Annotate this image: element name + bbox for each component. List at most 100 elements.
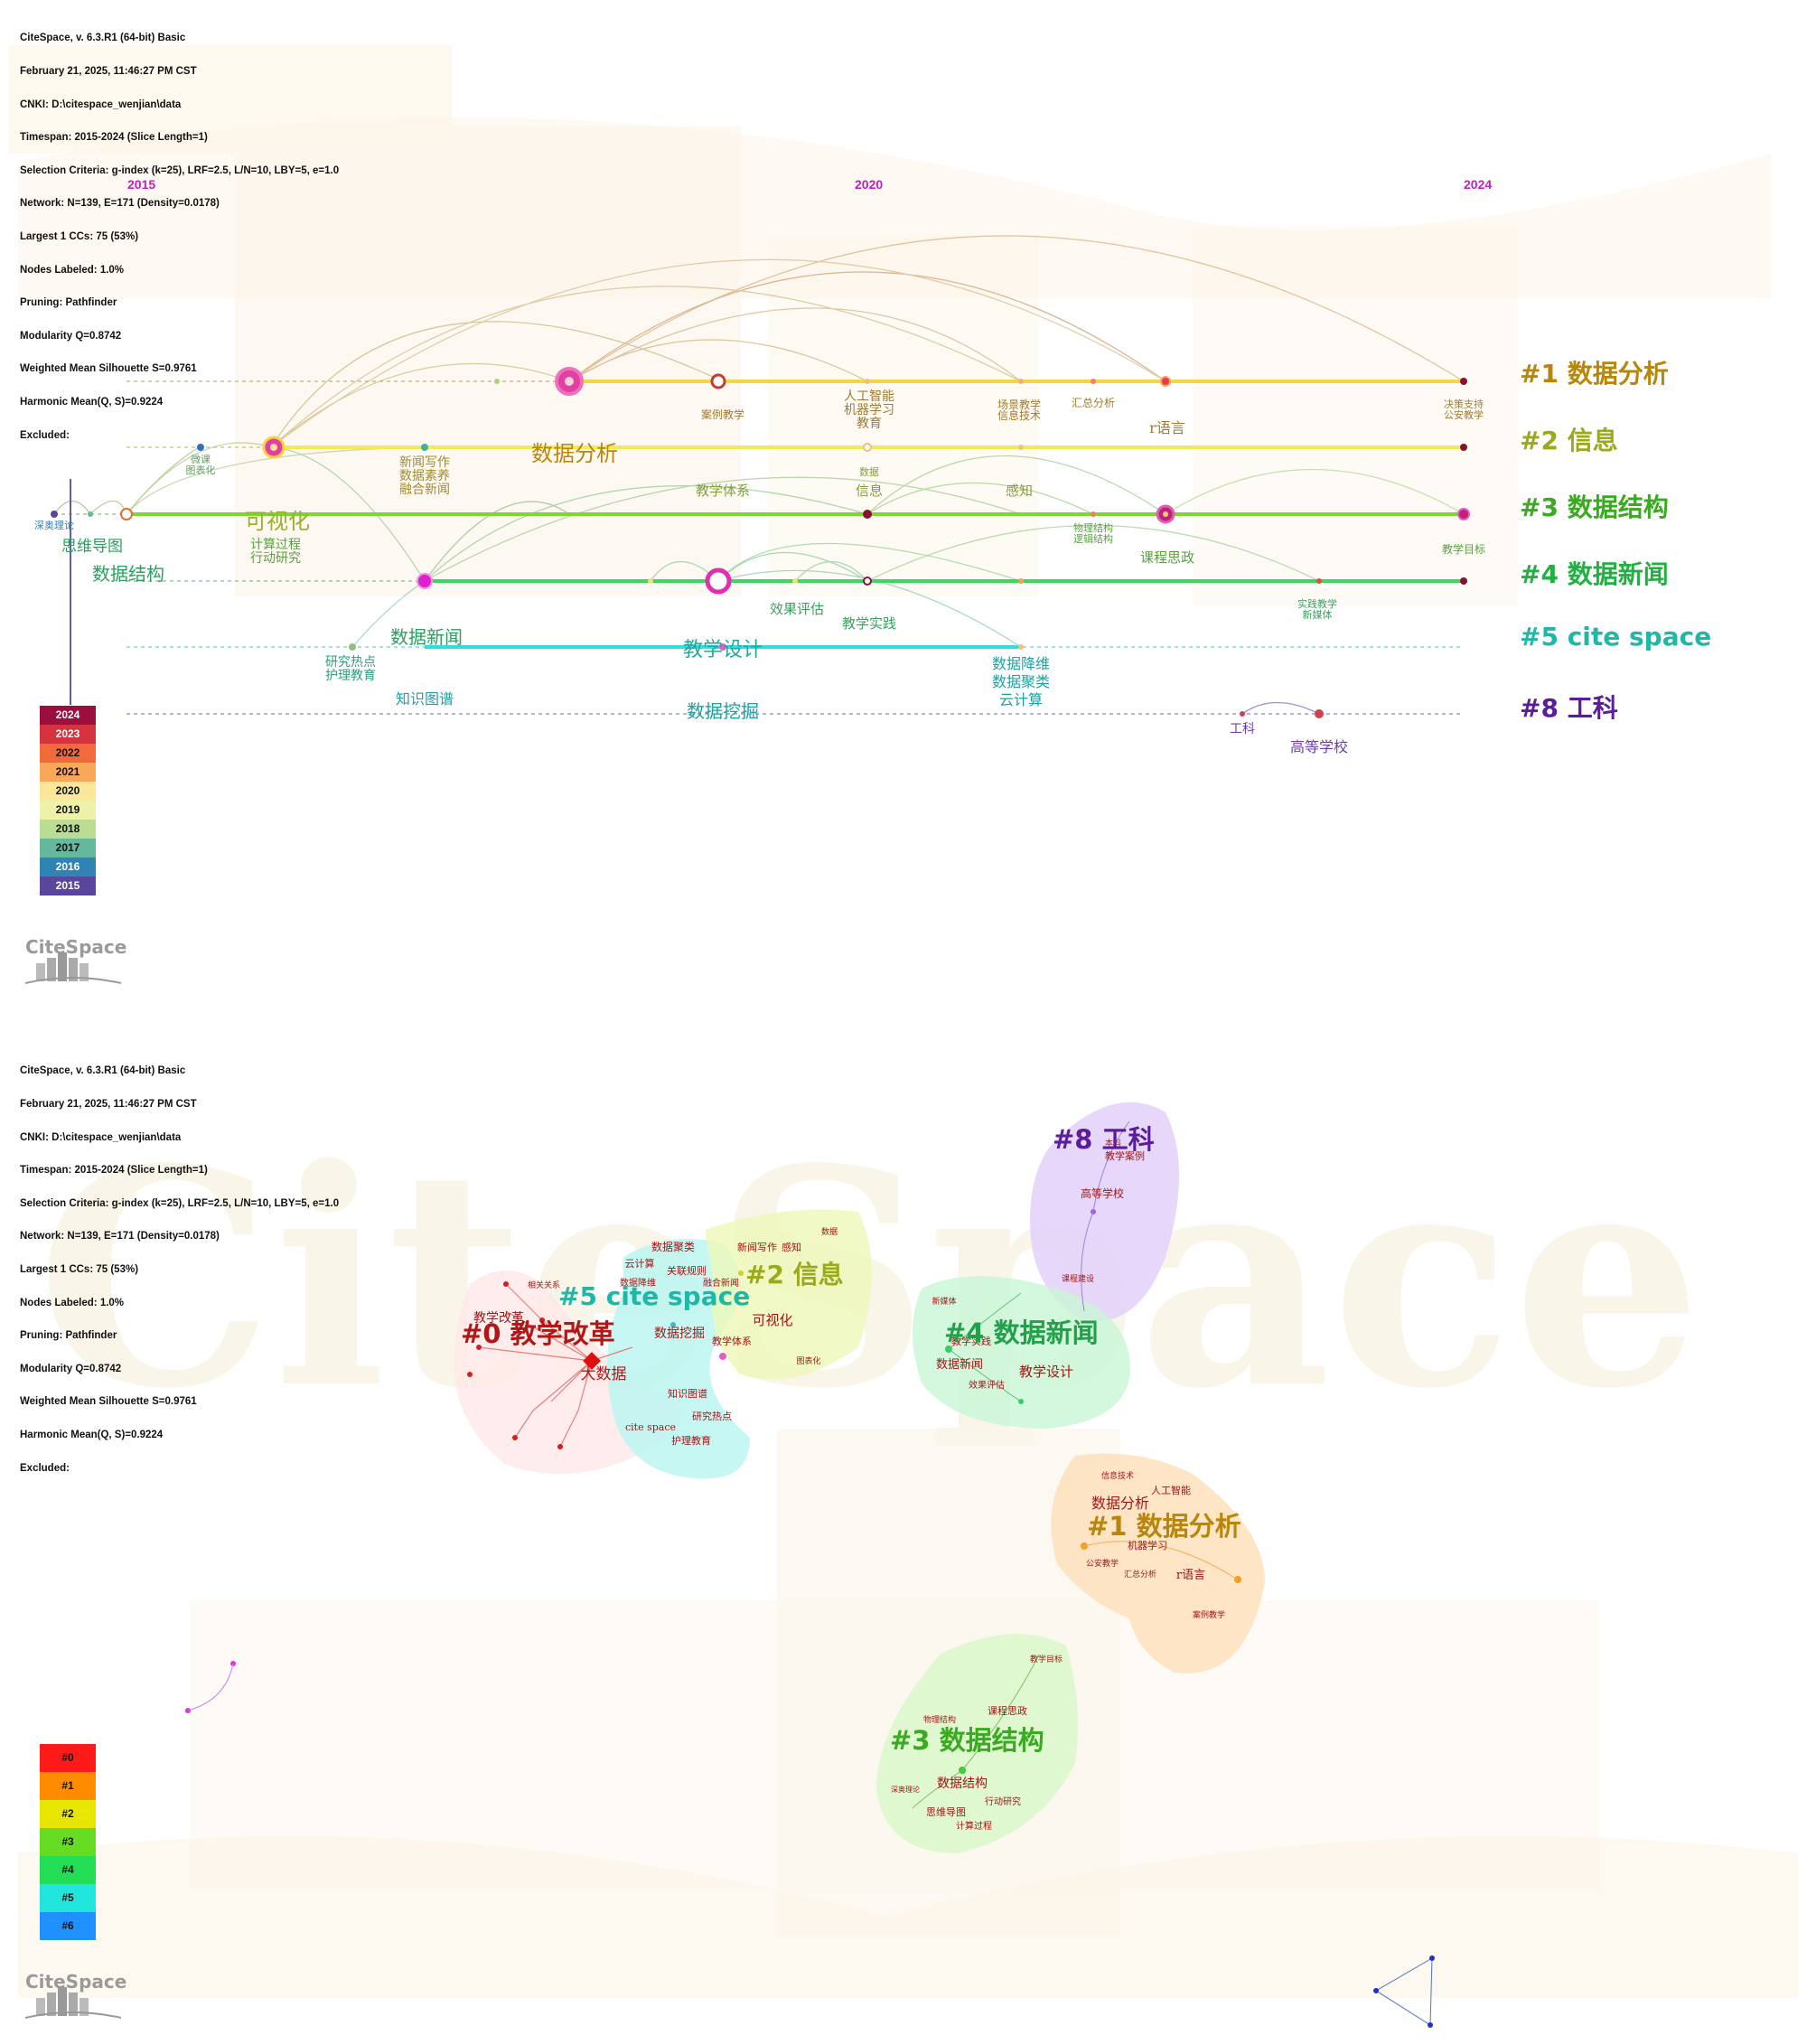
legend-year: 2021 — [40, 763, 96, 782]
keyword-label: 研究热点 — [692, 1410, 732, 1422]
node — [1018, 445, 1024, 450]
keyword-label: 人工智能 — [1151, 1484, 1191, 1496]
keyword-label: 案例教学 — [1193, 1609, 1225, 1620]
info-line: Harmonic Mean(Q, S)=0.9224 — [20, 1429, 164, 1440]
info-line: Pruning: Pathfinder — [20, 297, 117, 309]
keyword-label: 思维导图 — [926, 1806, 966, 1818]
keyword-label: 教学改革 — [473, 1311, 524, 1326]
node — [1018, 379, 1024, 384]
legend-cluster: #6 — [40, 1912, 96, 1940]
keyword-label: 数据分析 — [531, 441, 618, 466]
citespace-logo: CiteSpace — [25, 936, 127, 958]
info-line: CNKI: D:\citespace_wenjian\data — [20, 1131, 182, 1143]
legend-cluster: #5 — [40, 1884, 96, 1912]
keyword-label: 深奥理论 — [891, 1785, 920, 1794]
keyword-label: 数据聚类 — [651, 1240, 695, 1253]
watermark-book — [18, 117, 1771, 298]
node — [1460, 378, 1467, 385]
keyword-label: 数据降维 — [620, 1277, 656, 1289]
keyword-label: 汇总分析 — [1124, 1569, 1156, 1580]
keyword-label: 教育 — [857, 417, 882, 431]
legend-cluster: #0 — [40, 1744, 96, 1772]
legend-year: 2019 — [40, 801, 96, 820]
timeline-keywords: 深奥理论 思维导图 数据结构 微课 图表化 可视化 计算过程 行动研究 新闻写作… — [34, 389, 1485, 755]
node — [865, 379, 870, 384]
legend-cluster: #3 — [40, 1828, 96, 1856]
info-line: Harmonic Mean(Q, S)=0.9224 — [20, 396, 164, 408]
node — [648, 578, 653, 584]
info-line: CNKI: D:\citespace_wenjian\data — [20, 98, 182, 110]
keyword-label: 实践教学 — [1297, 597, 1337, 610]
node — [421, 444, 428, 451]
node — [792, 578, 798, 584]
info-line: February 21, 2025, 11:46:27 PM CST — [20, 66, 197, 77]
cluster-keywords: 大数据 数据聚类 云计算 关联规则 数据降维 融合新闻 数据挖掘 教学体系 知识… — [473, 1138, 1225, 1832]
node — [863, 577, 872, 586]
legend-cluster: #1 — [40, 1772, 96, 1800]
keyword-label: 信息技术 — [997, 408, 1041, 422]
keyword-label: 新媒体 — [1303, 608, 1333, 621]
node — [710, 373, 726, 389]
keyword-label: 融合新闻 — [399, 483, 450, 497]
keyword-label: 教学设计 — [683, 639, 763, 661]
legend-year: 2022 — [40, 744, 96, 763]
keyword-label: 大数据 — [581, 1365, 627, 1383]
year-label: 2015 — [127, 177, 156, 192]
cluster-0-network — [467, 1281, 633, 1449]
legend-year: 2020 — [40, 782, 96, 801]
node — [863, 443, 872, 452]
cluster-label: #5 cite space — [1520, 622, 1712, 652]
keyword-label: 数据新闻 — [936, 1357, 983, 1372]
keyword-label: 关联规则 — [667, 1264, 707, 1277]
keyword-label: 高等学校 — [1290, 738, 1348, 755]
cluster-node-dots — [185, 1120, 1435, 2028]
timeline-nodes — [51, 367, 1470, 718]
keyword-label: 机器学习 — [1128, 1539, 1167, 1552]
legend-year: 2018 — [40, 820, 96, 839]
info-line: CiteSpace, v. 6.3.R1 (64-bit) Basic — [20, 1065, 186, 1077]
info-line: Timespan: 2015-2024 (Slice Length=1) — [20, 1165, 208, 1177]
legend-cluster: #4 — [40, 1856, 96, 1884]
node — [197, 444, 204, 451]
info-line: Weighted Mean Silhouette S=0.9761 — [20, 363, 197, 375]
keyword-label: 云计算 — [999, 691, 1043, 708]
cluster-label: #1 数据分析 — [1087, 1511, 1241, 1542]
info-line: Excluded: — [20, 429, 70, 441]
cluster-label: #0 教学改革 — [461, 1318, 615, 1349]
keyword-label: 深奥理论 — [34, 519, 74, 531]
keyword-label: 相关关系 — [528, 1280, 560, 1290]
info-line: February 21, 2025, 11:46:27 PM CST — [20, 1099, 197, 1110]
info-line: Largest 1 CCs: 75 (53%) — [20, 1263, 139, 1275]
info-line: Modularity Q=0.8742 — [20, 330, 122, 342]
node — [863, 510, 872, 519]
keyword-label: 人工智能 — [844, 389, 894, 404]
keyword-label: 汇总分析 — [1072, 397, 1115, 409]
year-label: 2020 — [855, 177, 884, 192]
keyword-label: 数据 — [859, 465, 879, 478]
node — [51, 511, 58, 518]
keyword-label: 教学实践 — [842, 615, 896, 632]
legend-year: 2023 — [40, 725, 96, 744]
keyword-label: 云计算 — [625, 1257, 655, 1270]
keyword-label: 数据结构 — [92, 563, 164, 585]
node — [1315, 709, 1324, 718]
citespace-logo: CiteSpace — [25, 1971, 127, 1992]
keyword-label: 可视化 — [245, 509, 310, 534]
node — [494, 379, 500, 384]
keyword-label: 本科 — [1105, 1138, 1121, 1149]
legend-year: 2015 — [40, 877, 96, 895]
node — [1460, 444, 1467, 451]
info-line: Nodes Labeled: 1.0% — [20, 264, 125, 276]
keyword-label: 新闻写作 — [399, 455, 450, 470]
keyword-label: 工科 — [1230, 722, 1255, 736]
node — [349, 643, 356, 651]
keyword-label: 图表化 — [186, 464, 216, 476]
info-line: Timespan: 2015-2024 (Slice Length=1) — [20, 132, 208, 144]
info-line: Excluded: — [20, 1462, 70, 1474]
info-line: Network: N=139, E=171 (Density=0.0178) — [20, 198, 220, 210]
keyword-label: 数据降维 — [992, 655, 1050, 672]
info-line: Network: N=139, E=171 (Density=0.0178) — [20, 1231, 220, 1242]
keyword-label: 公安教学 — [1444, 408, 1484, 421]
info-block: CiteSpace, v. 6.3.R1 (64-bit) Basic Febr… — [20, 11, 339, 463]
keyword-label: 护理教育 — [671, 1434, 711, 1447]
